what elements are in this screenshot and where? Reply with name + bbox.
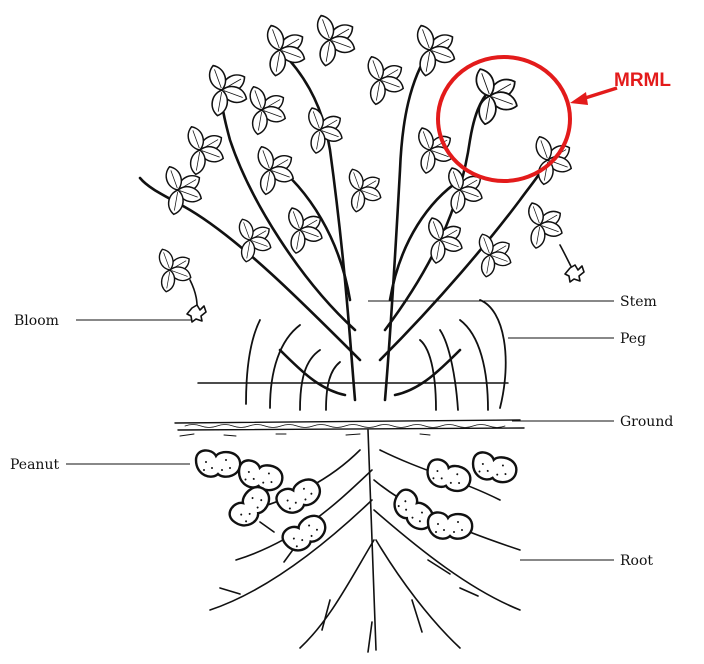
label-stem: Stem	[620, 294, 657, 310]
leaf-clusters	[156, 13, 573, 293]
label-bloom: Bloom	[14, 313, 59, 329]
highlight-circle	[438, 57, 570, 181]
label-peg: Peg	[620, 331, 646, 347]
label-root: Root	[620, 553, 653, 569]
peanut-pods	[196, 450, 519, 556]
callout-label-mrml: MRML	[614, 70, 671, 91]
label-peanut: Peanut	[10, 457, 59, 473]
ground-strip	[175, 383, 524, 436]
callout-arrow	[582, 88, 617, 99]
callout-arrow-head	[570, 92, 588, 105]
label-ground: Ground	[620, 414, 673, 430]
